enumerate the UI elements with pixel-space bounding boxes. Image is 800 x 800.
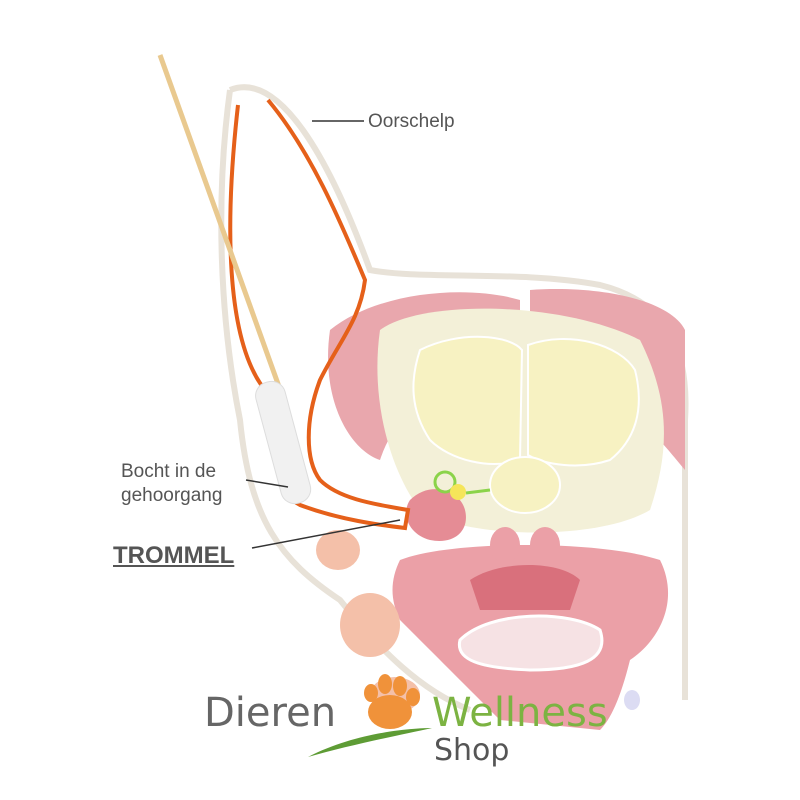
label-pinna: Oorschelp <box>368 111 455 132</box>
logo-word-shop: Shop <box>434 733 510 768</box>
label-bend-line2: gehoorgang <box>121 485 223 506</box>
cochlea <box>433 470 457 494</box>
swab-cotton <box>255 380 312 505</box>
paw-icon <box>364 674 420 729</box>
label-eardrum: TROMMEL <box>113 542 235 569</box>
gland <box>530 527 560 563</box>
eardrum-pointer <box>251 519 401 549</box>
gland <box>490 527 520 563</box>
bend-pointer <box>245 479 289 488</box>
middle-ear <box>406 489 466 541</box>
brain-right <box>527 338 640 467</box>
brain-left <box>412 335 524 465</box>
salivary-gland <box>340 593 400 657</box>
swab-stick <box>157 54 285 396</box>
label-bend-line1: Bocht in de <box>121 461 217 482</box>
nerve <box>465 488 491 495</box>
pharynx <box>470 565 580 610</box>
tongue-base <box>457 614 604 672</box>
vessel <box>624 690 640 710</box>
salivary-gland <box>316 530 360 570</box>
logo-word-dieren: Dieren <box>204 690 337 736</box>
logo-word-wellness: Wellness <box>432 690 608 736</box>
ear-canal <box>228 98 411 531</box>
ossicle <box>450 484 466 500</box>
brainstem <box>489 456 561 514</box>
